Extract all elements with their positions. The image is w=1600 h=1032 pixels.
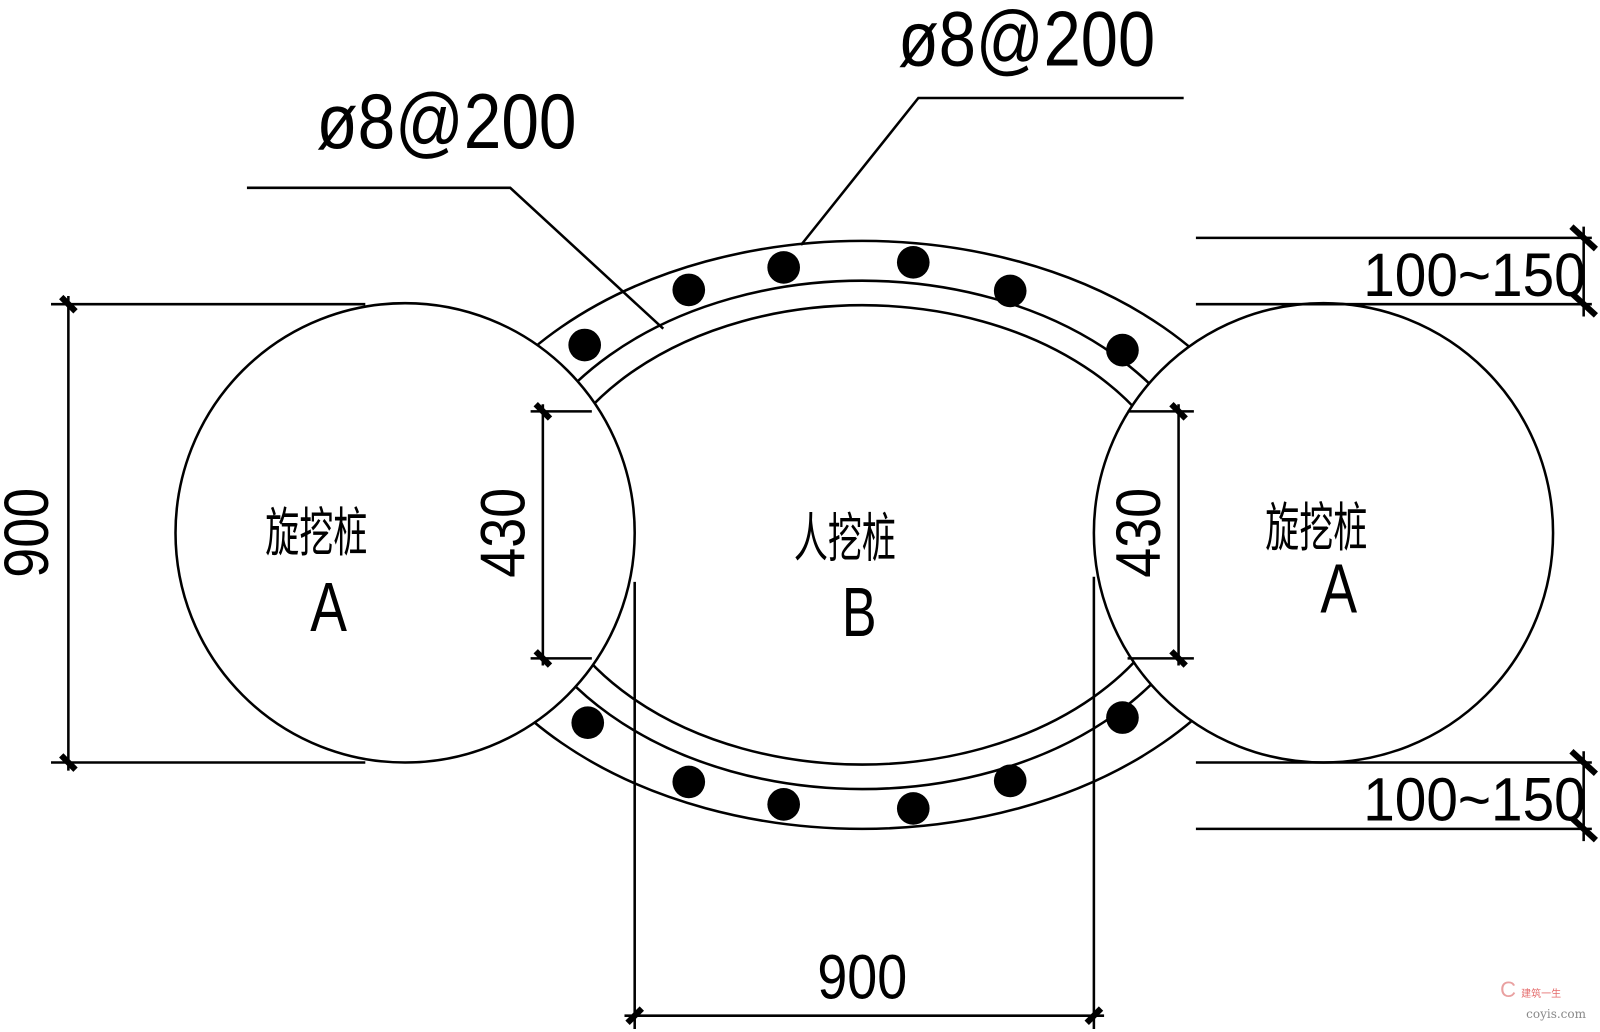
bottom-gap-label: 100~150 bbox=[1363, 766, 1585, 834]
right-overlap-label: 430 bbox=[1104, 488, 1174, 578]
right-pile-letter: A bbox=[1320, 549, 1357, 627]
left-pile-circle bbox=[174, 301, 636, 764]
rebar-dot bbox=[1106, 701, 1139, 734]
outer-rebar-leader bbox=[800, 96, 1184, 246]
rebar-dot bbox=[767, 251, 800, 284]
rebar-dot bbox=[672, 765, 706, 799]
bottom-width-label: 900 bbox=[817, 942, 907, 1012]
rebar-dot bbox=[993, 274, 1027, 308]
watermark-cn: 建筑一生 bbox=[1521, 989, 1562, 1000]
outer-rebar-callout: ø8@200 bbox=[898, 0, 1155, 82]
right-pile-name: 旋挖桩 bbox=[1265, 499, 1367, 558]
center-pile-name: 人挖桩 bbox=[794, 509, 896, 568]
right-overlap-dimension: 430 bbox=[1104, 402, 1194, 668]
watermark: C 建筑一生 coyis.com bbox=[1500, 977, 1586, 1022]
left-pile-name: 旋挖桩 bbox=[265, 504, 367, 563]
inner-rebar-leader bbox=[246, 186, 665, 330]
rebar-dot bbox=[672, 273, 706, 307]
watermark-en: coyis.com bbox=[1526, 1007, 1586, 1021]
bottom-gap-dimension: 100~150 bbox=[1195, 749, 1598, 843]
rebar-dots bbox=[568, 246, 1139, 825]
inner-rebar-callout: ø8@200 bbox=[316, 79, 576, 165]
rebar-dot bbox=[767, 788, 800, 821]
left-height-label: 900 bbox=[0, 488, 62, 578]
left-height-dimension: 900 bbox=[0, 294, 366, 772]
center-pile-letter: B bbox=[842, 573, 877, 651]
rebar-dot bbox=[896, 246, 930, 279]
top-gap-label: 100~150 bbox=[1363, 241, 1585, 309]
left-overlap-dimension: 430 bbox=[468, 402, 592, 668]
rebar-dot bbox=[993, 764, 1027, 798]
watermark-logo-icon: C bbox=[1500, 977, 1517, 1002]
left-pile-letter: A bbox=[310, 568, 347, 646]
bottom-width-dimension: 900 bbox=[624, 576, 1105, 1029]
rebar-dot bbox=[568, 328, 602, 362]
rebar-dot bbox=[1106, 333, 1139, 367]
rebar-dot bbox=[571, 706, 605, 740]
left-overlap-label: 430 bbox=[468, 488, 538, 578]
top-gap-dimension: 100~150 bbox=[1195, 224, 1598, 318]
rebar-dot bbox=[896, 792, 930, 825]
